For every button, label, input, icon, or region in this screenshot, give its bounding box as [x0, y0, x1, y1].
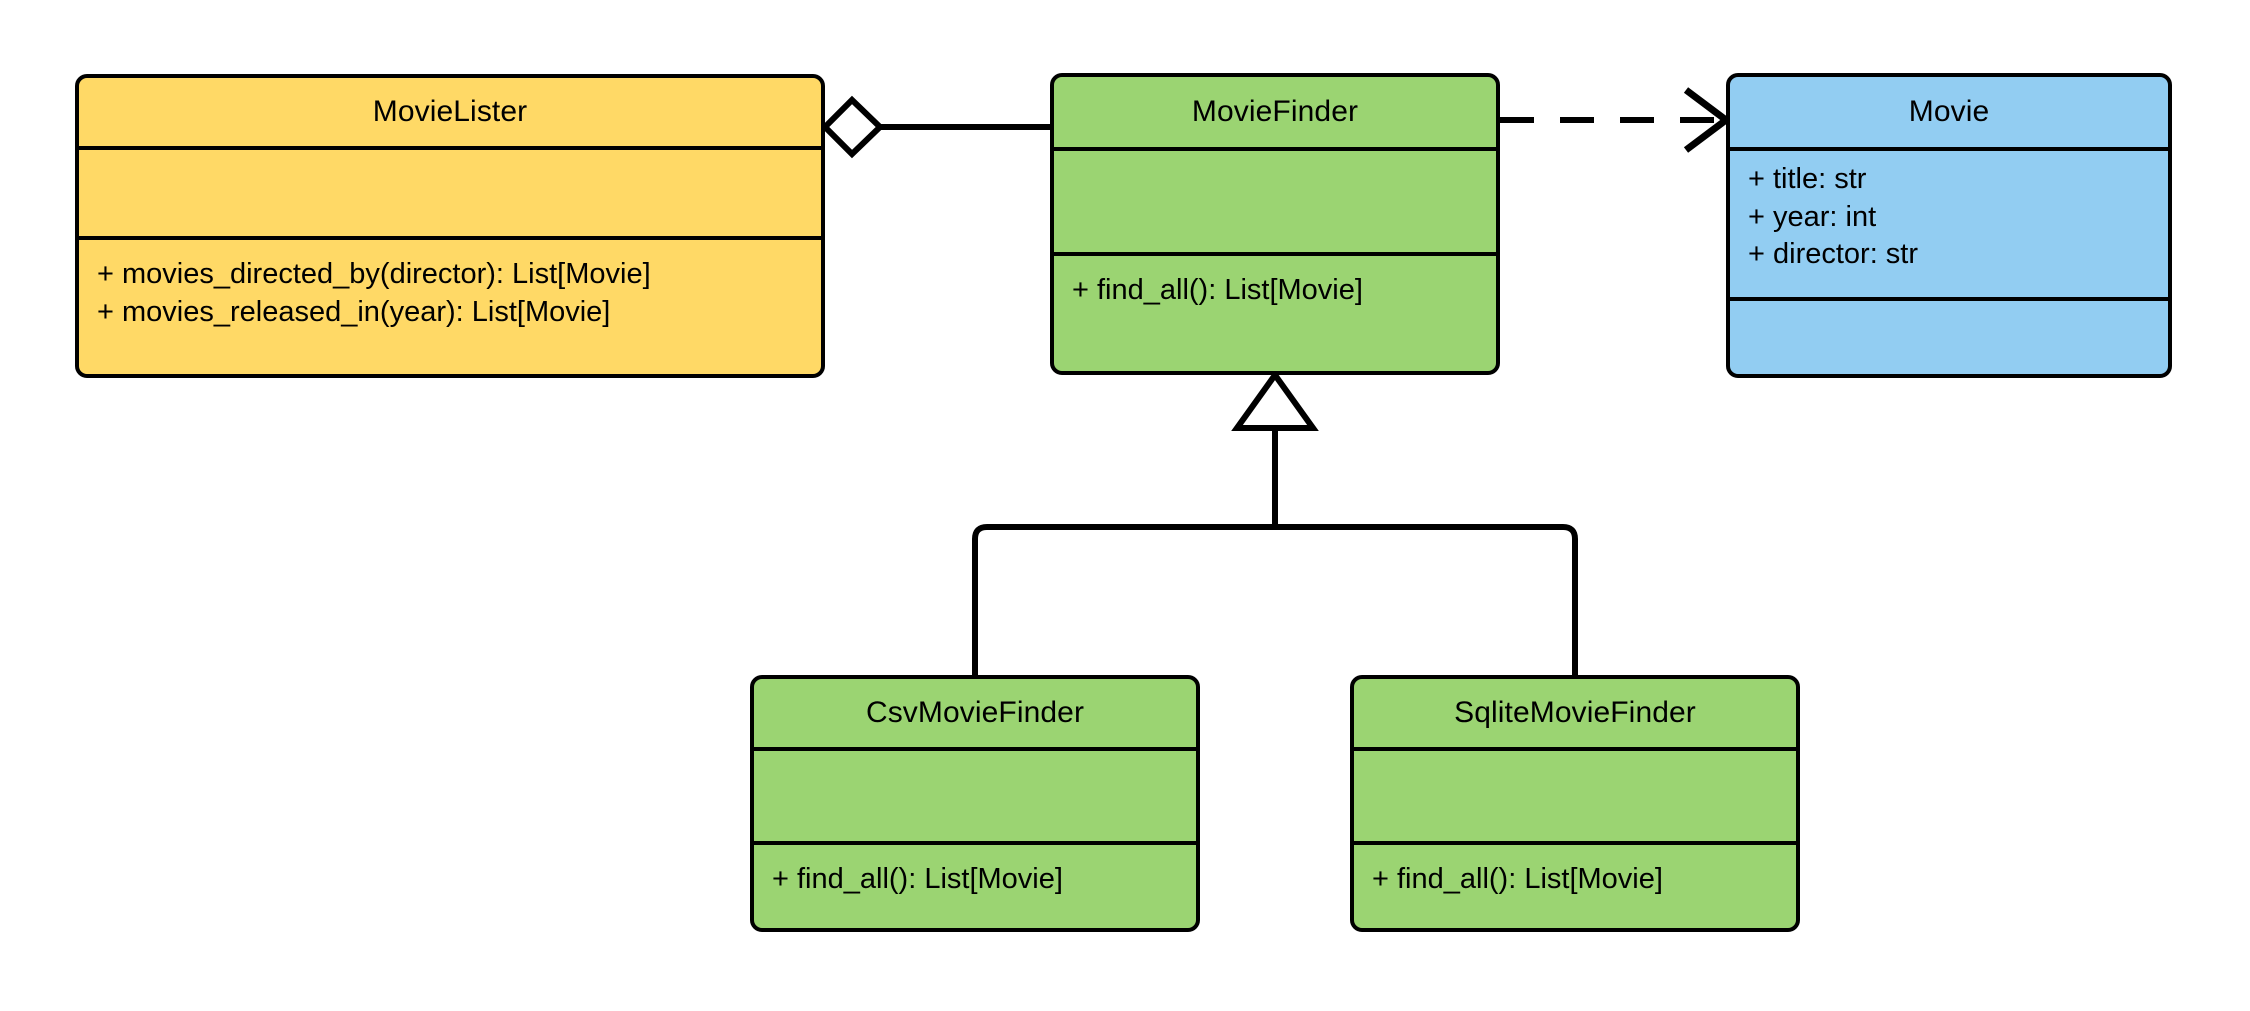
- open-arrow-icon: [1683, 87, 1732, 153]
- method-item: + find_all(): List[Movie]: [1072, 274, 1363, 306]
- class-name-movie-finder: MovieFinder: [1191, 95, 1359, 128]
- methods-compartment-movie-lister: + movies_directed_by(director): List[Mov…: [79, 236, 821, 374]
- attributes-compartment-movie-lister: [79, 146, 821, 236]
- methods-compartment-movie: [1730, 297, 2168, 374]
- attributes-compartment-movie: + title: str + year: int + director: str: [1730, 147, 2168, 297]
- hollow-triangle-icon: [1231, 369, 1319, 431]
- class-name-sqlite-movie-finder: SqliteMovieFinder: [1454, 696, 1696, 729]
- class-box-sqlite-movie-finder[interactable]: SqliteMovieFinder + find_all(): List[Mov…: [1350, 675, 1800, 932]
- generalization-tree[interactable]: [972, 369, 1578, 675]
- generalization-bus: [972, 524, 1578, 675]
- attributes-compartment-movie-finder: [1054, 147, 1496, 252]
- methods-compartment-sqlite-movie-finder: + find_all(): List[Movie]: [1354, 841, 1796, 928]
- class-box-movie[interactable]: Movie + title: str + year: int + directo…: [1726, 73, 2172, 378]
- method-item: + movies_released_in(year): List[Movie]: [97, 295, 611, 328]
- method-item: + find_all(): List[Movie]: [772, 863, 1063, 895]
- class-name-csv-movie-finder: CsvMovieFinder: [865, 696, 1085, 729]
- methods-compartment-movie-finder: + find_all(): List[Movie]: [1054, 252, 1496, 371]
- aggregation-lister-finder[interactable]: [820, 95, 1050, 159]
- attributes-compartment-sqlite-movie-finder: [1354, 747, 1796, 841]
- method-item: + find_all(): List[Movie]: [1372, 863, 1663, 895]
- hollow-diamond-icon: [820, 95, 885, 159]
- class-name-movie-lister: MovieLister: [372, 95, 528, 128]
- method-item: + movies_directed_by(director): List[Mov…: [97, 258, 651, 290]
- class-box-csv-movie-finder[interactable]: CsvMovieFinder + find_all(): List[Movie]: [750, 675, 1200, 932]
- class-box-movie-lister[interactable]: MovieLister + movies_directed_by(directo…: [75, 74, 825, 378]
- attributes-compartment-csv-movie-finder: [754, 747, 1196, 841]
- class-name-movie: Movie: [1908, 95, 1990, 128]
- methods-compartment-csv-movie-finder: + find_all(): List[Movie]: [754, 841, 1196, 928]
- attribute-item: + year: int: [1748, 200, 1877, 233]
- attribute-item: + director: str: [1748, 238, 1919, 271]
- dependency-finder-movie[interactable]: [1500, 87, 1732, 153]
- class-box-movie-finder[interactable]: MovieFinder + find_all(): List[Movie]: [1050, 73, 1500, 375]
- attribute-item: + title: str: [1748, 163, 1867, 195]
